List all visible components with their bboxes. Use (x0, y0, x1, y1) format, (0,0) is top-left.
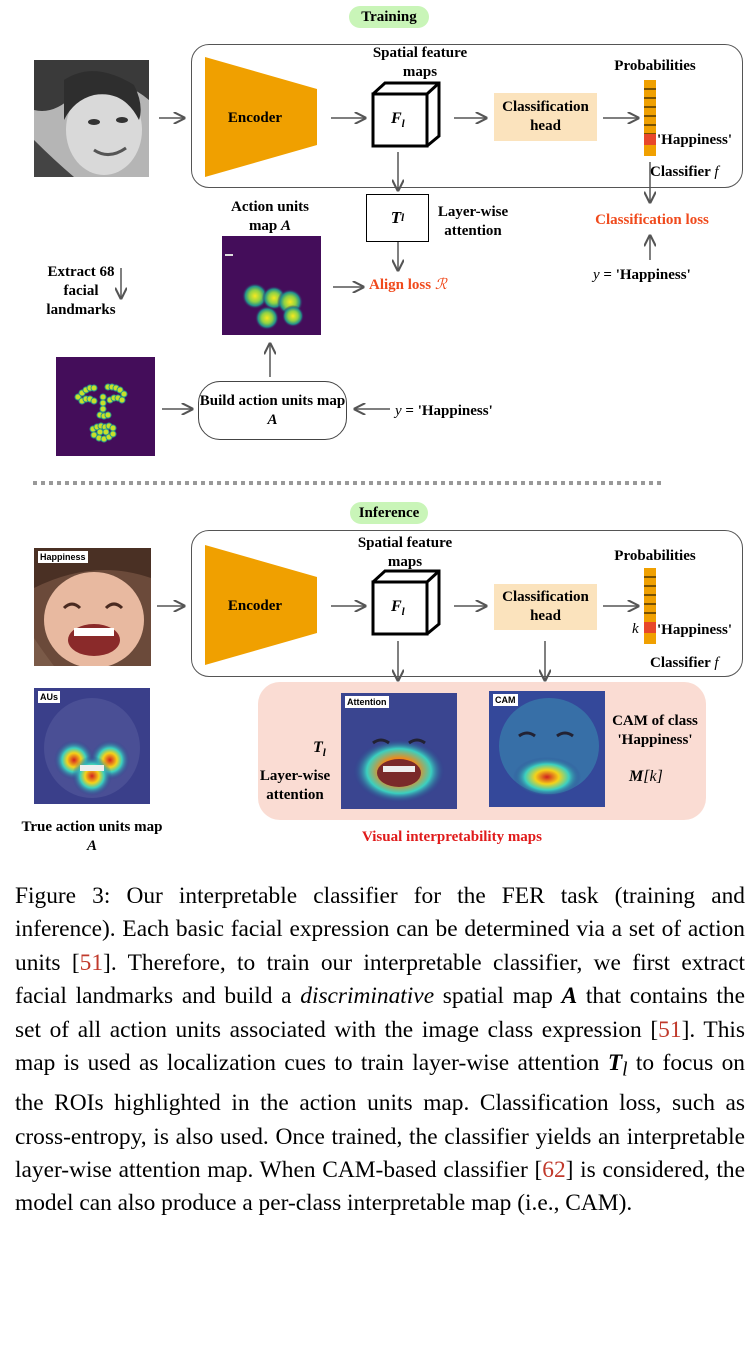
training-probabilities-title: Probabilities (614, 58, 696, 74)
training-arrows (0, 0, 756, 470)
training-classifier-label: Classifier f (650, 164, 719, 180)
training-au-map-title: Action units map A (231, 199, 309, 234)
inference-classifier-label: Classifier f (650, 655, 719, 671)
caption-ref-51-b[interactable]: 51 (658, 1016, 682, 1043)
training-classification-head: Classification head (494, 93, 597, 141)
inference-badge: Inference (350, 502, 428, 524)
visual-interpretability-panel (258, 682, 706, 820)
training-encoder-label: Encoder (227, 110, 283, 126)
training-build-au-map: Build action units map A (198, 381, 347, 440)
training-y-label-bottom: y = 'Happiness' (395, 403, 493, 419)
training-y-label-top: y = 'Happiness' (593, 267, 691, 283)
inference-layer-wise-attention: Layer-wise attention (259, 768, 331, 803)
caption-ref-62[interactable]: 62 (542, 1156, 566, 1183)
section-separator (33, 481, 663, 485)
inference-attention-map: Attention (341, 693, 457, 809)
training-happiness-output: 'Happiness' (657, 132, 733, 148)
training-feature-maps-title: Spatial feature maps (372, 45, 468, 80)
training-landmarks-image (56, 357, 155, 456)
inference-cam-of-class: CAM of class 'Happiness' (612, 713, 698, 748)
inference-probability-bar (644, 568, 656, 644)
training-encoder-shape (205, 57, 317, 177)
inference-input-face: Happiness (34, 548, 151, 666)
caption-ref-51-a[interactable]: 51 (79, 949, 104, 976)
inference-input-tag: Happiness (38, 551, 88, 563)
training-extract-landmarks: Extract 68 facial landmarks (46, 264, 116, 318)
inference-feature-cube (371, 569, 441, 636)
training-feature-cube (371, 81, 441, 148)
inference-encoder-label: Encoder (227, 598, 283, 614)
inference-k-symbol: k (632, 621, 639, 637)
figure-caption: Figure 3: Our interpretable classifier f… (15, 883, 745, 1217)
inference-m-symbol: M[k] (629, 768, 663, 785)
inference-aus-tag: AUs (38, 691, 61, 703)
inference-cam-tag: CAM (493, 694, 518, 706)
inference-probabilities-title: Probabilities (614, 548, 696, 564)
inference-happiness-output: 'Happiness' (657, 622, 733, 638)
inference-visual-maps-label: Visual interpretability maps (361, 829, 542, 845)
inference-attention-tag: Attention (345, 696, 389, 708)
inference-cam-map: CAM (489, 691, 605, 807)
training-au-map-image (222, 236, 321, 335)
training-layer-wise-attention: Layer-wise attention (437, 204, 509, 239)
training-input-face (34, 60, 149, 177)
training-align-loss: Align loss ℛ (369, 277, 447, 293)
training-probability-bar (644, 80, 656, 156)
inference-feature-maps-title: Spatial feature maps (357, 535, 453, 570)
inference-classification-head: Classification head (494, 584, 597, 630)
inference-feature-symbol: Fl (391, 598, 405, 619)
training-feature-symbol: Fl (391, 110, 405, 131)
inference-encoder-shape (205, 545, 317, 665)
inference-aus-map: AUs (34, 688, 150, 804)
training-badge: Training (349, 6, 429, 28)
training-classification-loss: Classification loss (595, 212, 709, 228)
inference-tl-symbol: Tl (313, 739, 326, 760)
inference-arrows (157, 500, 756, 700)
